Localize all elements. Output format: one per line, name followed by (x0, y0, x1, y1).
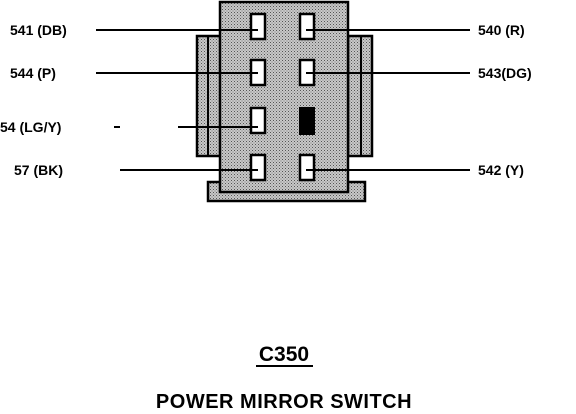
cavity-left-3 (249, 106, 267, 135)
cavity-left-1 (249, 12, 267, 41)
pin-label-543: 543(DG) (478, 65, 532, 81)
pin-label-542: 542 (Y) (478, 162, 524, 178)
cavity-right-1 (298, 12, 316, 41)
connector-name: POWER MIRROR SWITCH (156, 391, 412, 413)
connector-housing (195, 0, 374, 203)
cavity-right-4 (298, 153, 316, 182)
pin-label-544: 544 (P) (10, 65, 56, 81)
cavity-left-4 (249, 153, 267, 182)
pin-cavities (249, 12, 316, 182)
pin-label-540: 540 (R) (478, 22, 525, 38)
pin-label-54: 54 (LG/Y) (0, 119, 61, 135)
pin-label-57: 57 (BK) (14, 162, 63, 178)
housing-body (218, 0, 350, 194)
pin-label-541: 541 (DB) (10, 22, 67, 38)
lead-lines (96, 29, 470, 171)
connector-id: C350 (259, 343, 309, 366)
cavity-right-3-plugged (299, 107, 315, 135)
